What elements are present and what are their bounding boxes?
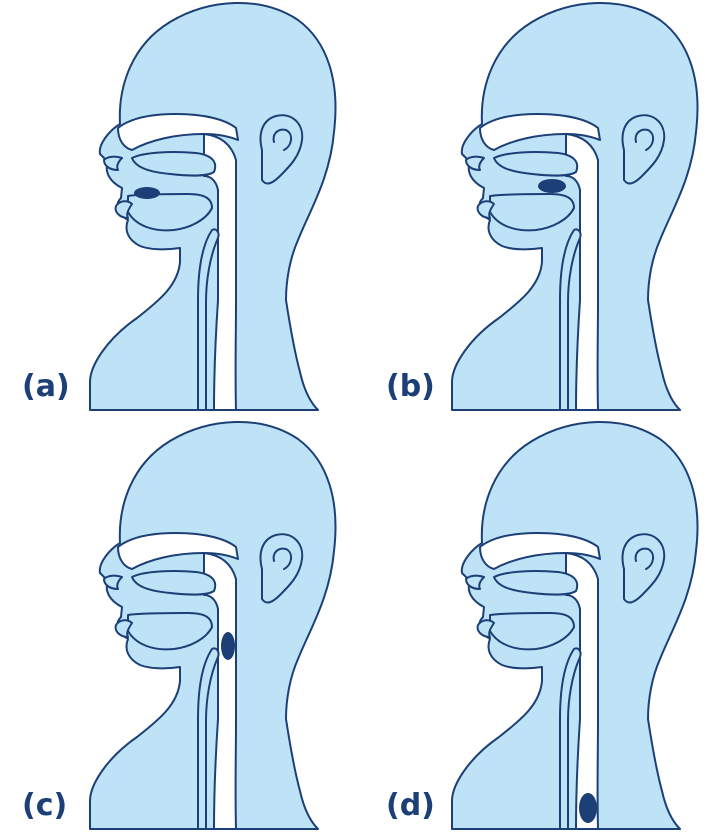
- panel-d: (d): [362, 419, 723, 839]
- food-bolus: [221, 632, 235, 660]
- head-diagram-c: [0, 419, 362, 839]
- food-bolus: [134, 187, 160, 199]
- food-bolus: [579, 793, 597, 823]
- head-diagram-b: [362, 0, 723, 420]
- panel-label-a: (a): [22, 372, 70, 402]
- food-bolus: [538, 179, 566, 193]
- panel-label-c: (c): [22, 791, 67, 821]
- panel-b: (b): [362, 0, 723, 420]
- panel-label-d: (d): [386, 791, 435, 821]
- head-diagram-d: [362, 419, 723, 839]
- panel-label-b: (b): [386, 372, 435, 402]
- panel-c: (c): [0, 419, 362, 839]
- panel-a: (a): [0, 0, 362, 420]
- head-diagram-a: [0, 0, 362, 420]
